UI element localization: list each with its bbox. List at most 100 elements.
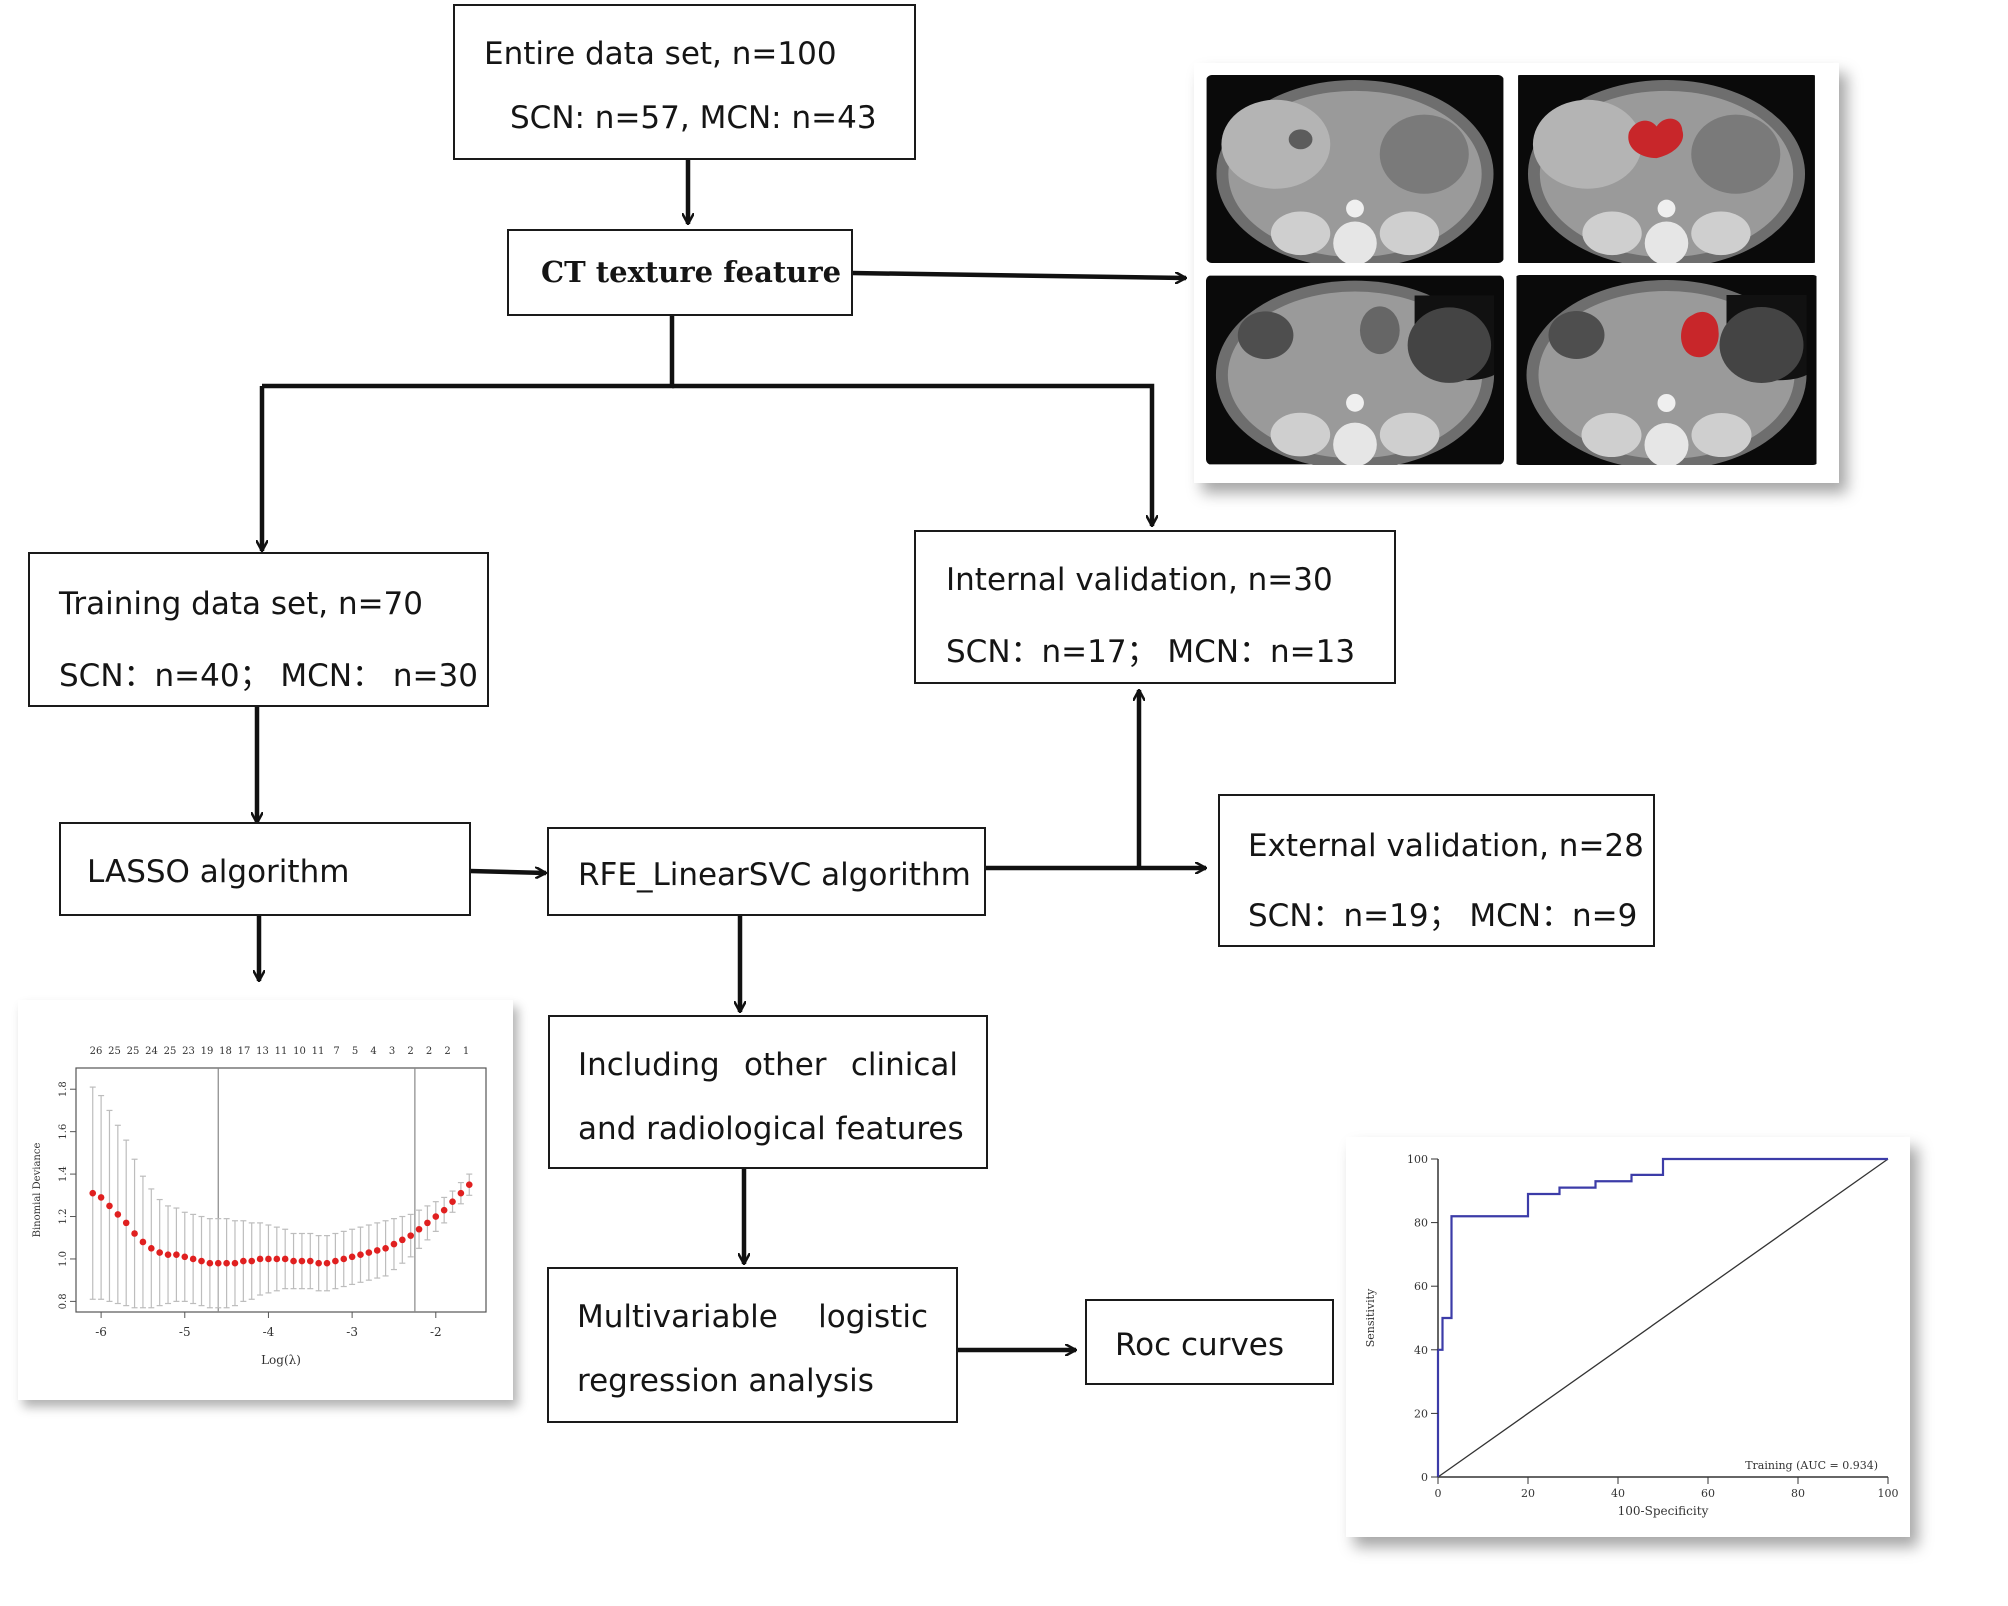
roc-y-tick-label: 60	[1414, 1280, 1428, 1293]
lasso-point	[122, 1219, 130, 1227]
lasso-point	[256, 1255, 264, 1263]
lasso-top-tick-label: 25	[108, 1046, 121, 1057]
lasso-point	[432, 1213, 440, 1220]
ct-image-4-lesion	[1514, 275, 1819, 465]
lasso-point	[415, 1225, 423, 1233]
roc-y-tick-label: 40	[1414, 1344, 1428, 1357]
lasso-point	[198, 1257, 205, 1265]
ct-image-panel	[1194, 63, 1839, 483]
lasso-point	[373, 1247, 381, 1254]
roc-x-tick-label: 40	[1611, 1487, 1625, 1500]
roc-x-tick-label: 20	[1521, 1487, 1535, 1500]
lasso-point	[407, 1232, 414, 1239]
lasso-top-tick-label: 26	[90, 1046, 103, 1057]
lasso-point	[97, 1194, 105, 1201]
lasso-point	[273, 1255, 281, 1263]
lasso-point	[223, 1259, 230, 1267]
lasso-x-tick-label: -2	[430, 1325, 442, 1339]
roc-y-axis-label: Sensitivity	[1364, 1288, 1377, 1347]
lasso-point	[114, 1211, 122, 1218]
lasso-point	[131, 1230, 138, 1237]
lasso-y-tick-label: 0.8	[58, 1293, 69, 1309]
lasso-top-tick-label: 1	[463, 1046, 469, 1057]
roc-x-tick-label: 80	[1791, 1487, 1805, 1500]
lasso-point	[399, 1236, 406, 1244]
lasso-top-tick-label: 2	[407, 1046, 413, 1057]
lasso-algorithm-label: LASSO algorithm	[87, 854, 350, 890]
lasso-top-tick-label: 7	[333, 1046, 339, 1057]
lasso-x-tick-label: -6	[95, 1325, 107, 1339]
lasso-point	[357, 1251, 364, 1259]
multivariable-line1: Multivariable logistic	[577, 1299, 928, 1335]
lasso-algorithm-box: LASSO algorithm	[59, 822, 471, 916]
lasso-point	[340, 1255, 348, 1263]
lasso-y-axis-label: Binomial Deviance	[32, 1143, 43, 1238]
arrow-lasso-to-rfe	[469, 871, 546, 873]
roc-x-tick-label: 100	[1878, 1487, 1899, 1500]
internal-validation-box: Internal validation, n=30 SCN：n=17； MCN：…	[914, 530, 1396, 684]
lasso-y-tick-label: 1.2	[58, 1209, 69, 1225]
lasso-top-tick-label: 11	[275, 1046, 288, 1057]
roc-curves-box: Roc curves	[1085, 1299, 1334, 1385]
entire-data-set-counts: SCN: n=57, MCN: n=43	[510, 100, 877, 136]
training-data-set-box: Training data set, n=70 SCN：n=40； MCN： n…	[28, 552, 489, 707]
lasso-top-tick-label: 18	[219, 1046, 232, 1057]
lasso-y-tick-label: 1.0	[58, 1251, 69, 1267]
rfe-linearsvc-box: RFE_LinearSVC algorithm	[547, 827, 986, 916]
lasso-top-tick-label: 25	[164, 1046, 177, 1057]
including-word-1: Including	[578, 1047, 720, 1083]
lasso-point	[449, 1198, 456, 1205]
ct-image-2-lesion	[1514, 75, 1819, 263]
lasso-y-tick-label: 1.8	[58, 1081, 69, 1097]
lasso-top-tick-label: 24	[145, 1046, 158, 1057]
lasso-y-tick-label: 1.6	[58, 1124, 69, 1140]
lasso-point	[457, 1189, 465, 1197]
lasso-point	[424, 1219, 431, 1227]
lasso-point	[189, 1255, 197, 1263]
multivariable-line2: regression analysis	[577, 1363, 874, 1399]
lasso-point	[348, 1253, 356, 1261]
ct-image-1	[1206, 75, 1504, 263]
roc-curve-line	[1436, 1157, 1888, 1477]
lasso-point	[365, 1249, 373, 1256]
lasso-point	[231, 1259, 239, 1267]
lasso-point	[290, 1257, 297, 1265]
roc-curves-label: Roc curves	[1115, 1327, 1285, 1363]
lasso-point	[298, 1257, 306, 1265]
lasso-point	[148, 1245, 155, 1252]
lasso-point	[206, 1259, 214, 1267]
roc-x-tick-label: 60	[1701, 1487, 1715, 1500]
roc-auc-annotation: Training (AUC = 0.934)	[1745, 1459, 1878, 1472]
ct-image-3	[1206, 275, 1504, 465]
lasso-plot-frame	[75, 1067, 487, 1313]
including-features-line2: and radiological features	[578, 1111, 964, 1147]
lasso-top-tick-label: 17	[238, 1046, 251, 1057]
lasso-point	[315, 1259, 322, 1267]
roc-x-tick-label: 0	[1435, 1487, 1442, 1500]
lasso-x-tick-label: -4	[263, 1325, 275, 1339]
training-data-set-counts: SCN：n=40； MCN： n=30	[59, 658, 478, 694]
lasso-point	[164, 1251, 172, 1259]
lasso-top-tick-label: 2	[426, 1046, 432, 1057]
lasso-point	[89, 1189, 97, 1197]
roc-y-tick-label: 100	[1407, 1153, 1428, 1166]
training-data-set-title: Training data set, n=70	[59, 586, 424, 622]
lasso-point	[139, 1238, 147, 1246]
lasso-top-tick-label: 2	[444, 1046, 450, 1057]
lasso-top-tick-label: 4	[370, 1046, 376, 1057]
lasso-point	[181, 1253, 189, 1261]
lasso-top-tick-label: 10	[293, 1046, 306, 1057]
lasso-point	[156, 1249, 163, 1256]
multivariable-analysis-box: Multivariable logistic regression analys…	[547, 1267, 958, 1423]
external-validation-counts: SCN：n=19； MCN：n=9	[1248, 898, 1638, 934]
lasso-top-tick-label: 3	[389, 1046, 395, 1057]
including-features-line1: Including other clinical	[578, 1047, 958, 1083]
lasso-x-axis-label: Log(λ)	[261, 1353, 301, 1367]
lasso-top-tick-label: 23	[182, 1046, 195, 1057]
lasso-point	[214, 1259, 222, 1267]
entire-data-set-title: Entire data set, n=100	[484, 36, 837, 72]
including-word-3: clinical	[850, 1047, 958, 1083]
